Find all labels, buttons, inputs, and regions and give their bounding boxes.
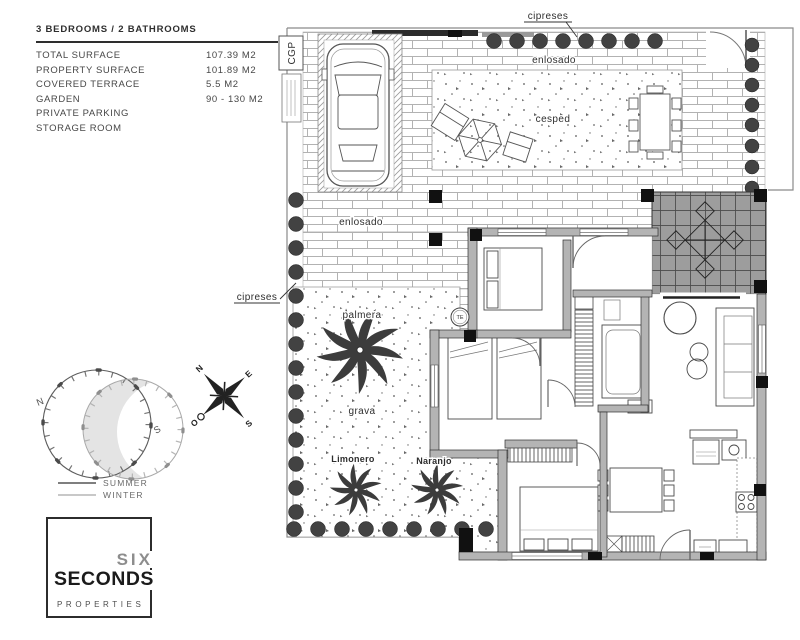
private-parking	[317, 33, 403, 193]
info-label: PRIVATE PARKING	[36, 108, 129, 119]
pillars	[429, 30, 768, 560]
doors	[511, 235, 746, 561]
covered-terrace	[651, 191, 767, 295]
lawn-cesped	[430, 69, 683, 171]
grava-label: grava	[348, 406, 375, 417]
side-gate-bar	[482, 32, 534, 37]
info-row: STORAGE ROOM	[36, 123, 278, 138]
info-label: GARDEN	[36, 93, 81, 105]
info-value: 101.89 M2	[206, 64, 257, 76]
cesped-label: cesped	[536, 114, 571, 125]
plan-labels: cipreses cipreses enlosado enlosado cesp…	[234, 10, 578, 468]
six-seconds-logo: SIX SECONDS PROPERTIES	[46, 517, 159, 618]
compass-west-label: O	[188, 417, 200, 429]
terrace-table-set	[666, 201, 744, 279]
info-value: 5.5 M2	[206, 79, 239, 90]
info-label: COVERED TERRACE	[36, 79, 140, 90]
info-label: TOTAL SURFACE	[36, 50, 121, 61]
info-row: PRIVATE PARKING	[36, 108, 278, 123]
sun-south-label: S	[152, 424, 163, 437]
windows	[430, 228, 766, 560]
cgp-box: CGP	[278, 35, 304, 123]
palmera-label: palmera	[343, 310, 382, 321]
compass-east-label: E	[243, 368, 254, 379]
info-row: PROPERTY SURFACE 101.89 M2	[36, 65, 278, 80]
compass-north-label: N	[194, 363, 205, 375]
car-icon	[321, 43, 395, 187]
property-info-panel: 3 BEDROOMS / 2 BATHROOMS TOTAL SURFACE 1…	[36, 24, 278, 137]
sun-path-diagram: N S SUMMER WINTER	[35, 368, 223, 500]
te-label: TE	[456, 315, 463, 321]
info-value: 107.39 M2	[206, 50, 257, 61]
cipreses-left-label: cipreses	[237, 292, 277, 303]
legend-winter: WINTER	[103, 490, 144, 500]
info-value: 90 - 130 M2	[206, 93, 264, 105]
compass-south-label: S	[243, 418, 254, 429]
info-label: PROPERTY SURFACE	[36, 64, 146, 76]
pedestrian-gate	[706, 30, 750, 68]
te-marker: TE	[450, 307, 470, 327]
wardrobes	[507, 295, 655, 553]
compass-rose: N E S O	[188, 363, 254, 429]
logo-seconds: SECONDS	[52, 569, 159, 590]
legend-summer: SUMMER	[103, 478, 148, 488]
page-title: 3 BEDROOMS / 2 BATHROOMS	[36, 24, 278, 43]
logo-six: SIX	[112, 551, 157, 568]
sun-north-label: N	[35, 396, 46, 409]
info-row: GARDEN 90 - 130 M2	[36, 94, 278, 109]
cipreses-top-label: cipreses	[528, 11, 568, 22]
enlosado-mid-label: enlosado	[339, 217, 383, 228]
driveway-gate	[372, 30, 478, 36]
furniture	[447, 247, 758, 556]
cgp-label: CGP	[287, 42, 298, 65]
enlosado-top-label: enlosado	[532, 55, 576, 66]
garden-furniture	[430, 102, 534, 163]
garden-table	[628, 85, 682, 160]
info-label: STORAGE ROOM	[36, 122, 122, 134]
info-row: COVERED TERRACE 5.5 M2	[36, 79, 278, 94]
logo-properties: PROPERTIES	[57, 600, 145, 609]
info-row: TOTAL SURFACE 107.39 M2	[36, 50, 278, 65]
parasol-icon	[457, 118, 503, 162]
naranjo-label: Naranjo	[416, 456, 452, 466]
limonero-label: Limonero	[331, 454, 375, 464]
